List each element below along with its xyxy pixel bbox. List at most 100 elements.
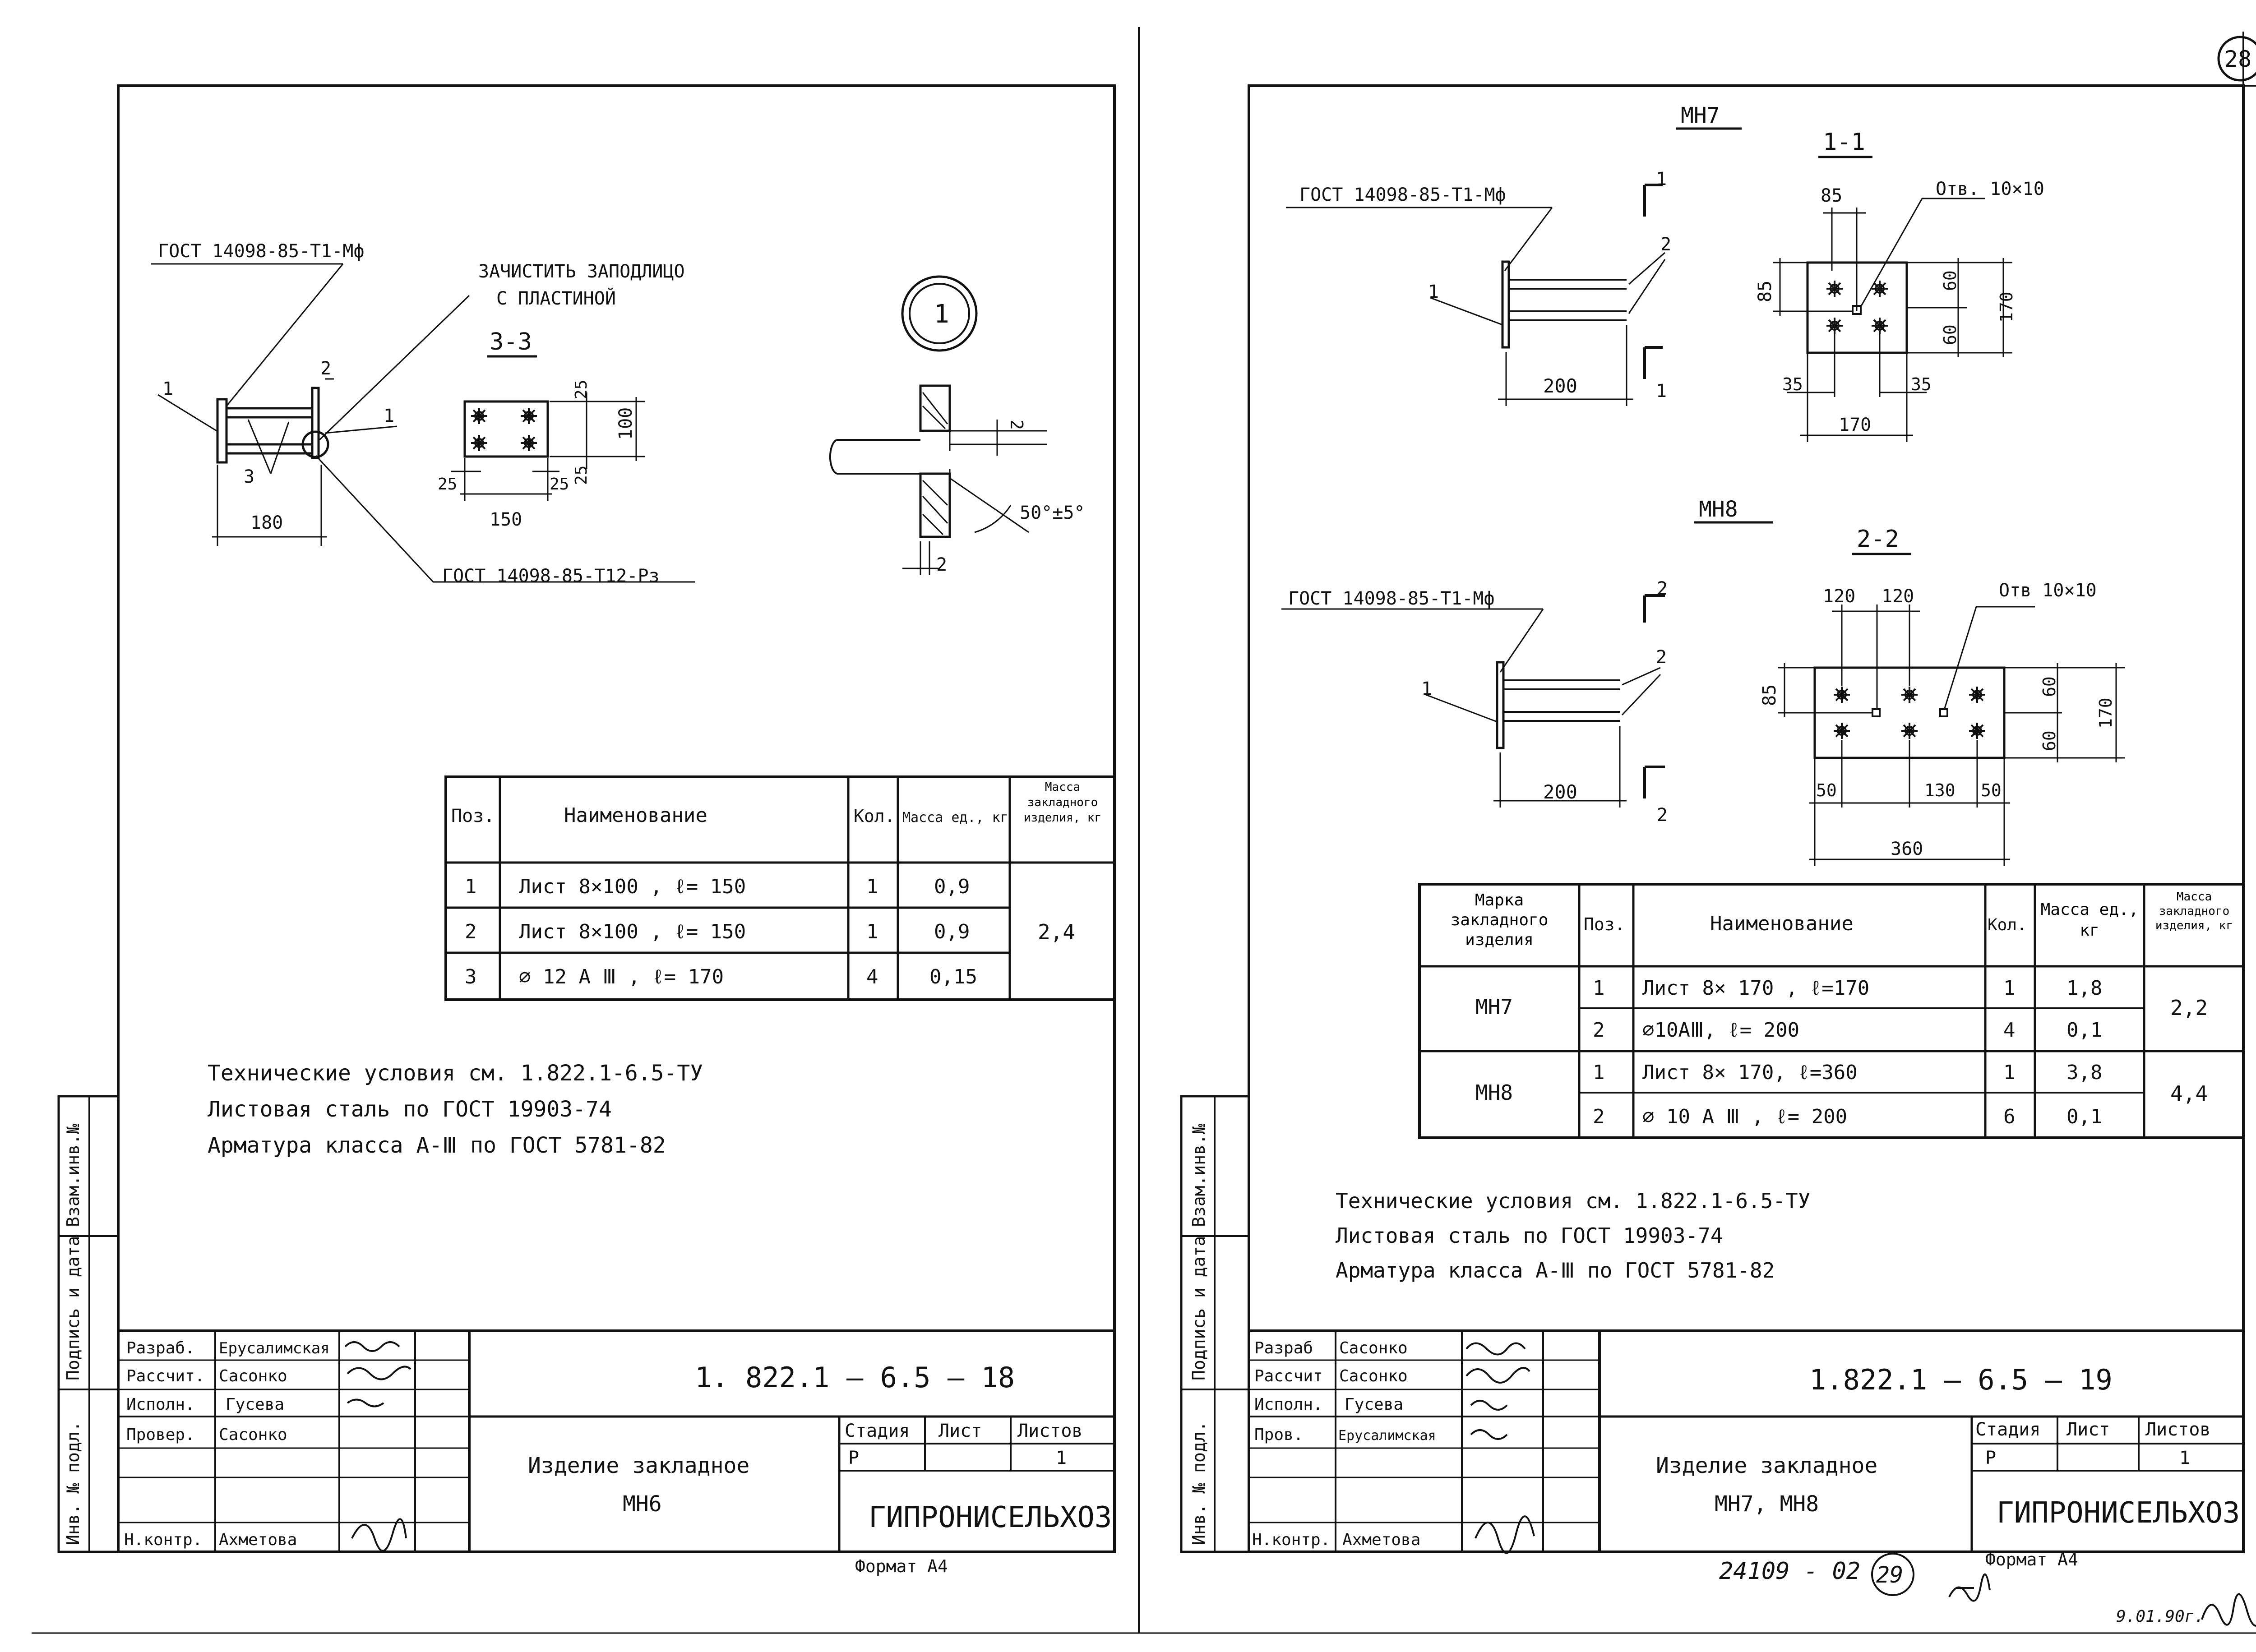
- side-label-a-19: Взам.инв.№: [1189, 1124, 1209, 1227]
- row-3-mass: 0,15: [929, 965, 977, 988]
- mh7-pos-1: 1: [1428, 281, 1439, 302]
- mark-mh8: МН8: [1475, 1080, 1513, 1105]
- pos-3: 3: [244, 466, 254, 487]
- mh8-dim-50-b: 50: [1981, 780, 2002, 800]
- mh7-row-2-qty: 4: [2003, 1019, 2016, 1042]
- mh7-dim-60-b: 60: [1940, 324, 1960, 345]
- mh7-cut-bottom: 1: [1656, 381, 1667, 401]
- stamp-person-3: Гусева: [226, 1395, 284, 1414]
- total-mh7: 2,2: [2170, 996, 2208, 1020]
- product-mark-18: МН6: [623, 1491, 662, 1517]
- row-2-name: Лист 8×100 , ℓ= 150: [519, 920, 746, 943]
- archive-number: 24109 - 02: [1719, 1558, 1860, 1585]
- mh8-dim-length: 200: [1543, 781, 1577, 803]
- section-2-2-title: 2-2: [1857, 526, 1899, 553]
- stamp-person-1: Ерусалимская: [219, 1339, 330, 1357]
- row-3-pos: 3: [465, 965, 477, 988]
- mh7-dim-35-a: 35: [1782, 374, 1803, 394]
- stamp-person-4: Сасонко: [219, 1426, 287, 1444]
- col-header-mark-19: Марка закладного изделия: [1451, 891, 1549, 949]
- mh8-dim-60-a: 60: [2039, 676, 2059, 697]
- dim-off-2: 25: [572, 466, 591, 485]
- col-header-name: Наименование: [564, 804, 707, 827]
- side-label-c-19: Инв. № подл.: [1189, 1421, 1209, 1545]
- mh8-row-2-qty: 6: [2003, 1105, 2016, 1128]
- page-number: 28: [2224, 46, 2251, 72]
- stamp-19-role-7: Н.контр.: [1252, 1531, 1330, 1549]
- mh8-gost: ГОСТ 14098-85-Т1-Мф: [1288, 588, 1495, 609]
- stamp-person-2: Сасонко: [219, 1367, 287, 1385]
- stamp-19-role-1: Разраб: [1254, 1339, 1313, 1357]
- mh8-row-1-name: Лист 8× 170, ℓ=360: [1642, 1061, 1858, 1084]
- sheets-header-19: Листов: [2145, 1419, 2211, 1440]
- col-header-qty-19: Кол.: [1988, 916, 2027, 934]
- archive-circle-number: 29: [1876, 1562, 1903, 1588]
- note-19-1: Технические условия см. 1.822.1-6.5-ТУ: [1336, 1189, 1810, 1213]
- row-1-name: Лист 8×100 , ℓ= 150: [519, 875, 746, 898]
- sheet-19-frame: [1248, 84, 2245, 1553]
- product-name-19: Изделие закладное: [1656, 1453, 1877, 1478]
- stamp-role-7: Н.контр.: [124, 1531, 202, 1549]
- row-1-mass: 0,9: [934, 875, 970, 898]
- note-3: Арматура класса А-Ⅲ по ГОСТ 5781-82: [208, 1133, 666, 1158]
- col-header-unit-mass-19: Масса ед., кг: [2041, 900, 2139, 940]
- callout-gost-t1: ГОСТ 14098-85-Т1-Мф: [158, 241, 365, 262]
- row-3-name: ⌀ 12 А Ⅲ , ℓ= 170: [519, 965, 724, 988]
- detail-gap: 2: [1007, 420, 1026, 430]
- stamp-person-7: Ахметова: [219, 1531, 297, 1549]
- mh7-elevation: [1286, 184, 1666, 406]
- stamp-role-3: Исполн.: [126, 1395, 195, 1414]
- sign-date: 9.01.90г.: [2116, 1607, 2204, 1626]
- row-2-qty: 1: [866, 920, 878, 943]
- stamp-19-role-3: Исполн.: [1254, 1395, 1323, 1414]
- detail-thickness: 2: [936, 554, 947, 575]
- mh7-dim-length: 200: [1543, 375, 1577, 397]
- mh7-title: МН7: [1681, 103, 1720, 128]
- col-header-pos-19: Поз.: [1584, 914, 1625, 934]
- mh7-dim-85: 85: [1821, 185, 1842, 206]
- mh8-row-2-mass: 0,1: [2066, 1105, 2102, 1128]
- mh7-dim-60-a: 60: [1940, 270, 1960, 291]
- section-1-1-plate: [1773, 198, 2012, 442]
- detail-1-label: 1: [934, 300, 949, 329]
- pos-1-right: 1: [384, 406, 394, 426]
- row-3-qty: 4: [866, 965, 878, 988]
- section-3-3-title: 3-3: [490, 328, 532, 355]
- sheets-value-19: 1: [2179, 1448, 2190, 1468]
- mh8-pos-1: 1: [1421, 678, 1432, 699]
- mn6-elevation: [151, 263, 695, 583]
- mh7-hole: Отв. 10×10: [1936, 179, 2044, 199]
- section-2-2-plate: [1778, 605, 2125, 866]
- stamp-19-person-4: Ерусалимская: [1338, 1428, 1436, 1444]
- mh8-row-1-qty: 1: [2003, 1061, 2016, 1084]
- title-block-19: [1249, 1329, 2243, 1552]
- mh7-row-2-mass: 0,1: [2066, 1019, 2102, 1042]
- mh8-cut-bottom: 2: [1657, 805, 1668, 826]
- note-19-2: Листовая сталь по ГОСТ 19903-74: [1336, 1223, 1723, 1248]
- mh7-row-1-qty: 1: [2003, 977, 2016, 1000]
- product-name-18: Изделие закладное: [528, 1453, 749, 1478]
- col-header-unit-mass: Масса ед., кг: [902, 810, 1008, 826]
- note-2: Листовая сталь по ГОСТ 19903-74: [208, 1097, 612, 1122]
- row-2-pos: 2: [465, 920, 477, 943]
- callout-clean-2: С ПЛАСТИНОЙ: [496, 287, 616, 309]
- stamp-role-2: Рассчит.: [126, 1367, 204, 1385]
- pos-2: 2: [320, 358, 331, 379]
- signatures-18: [344, 1341, 411, 1552]
- side-label-b: Подпись и дата: [63, 1236, 83, 1380]
- col-header-total-mass-19: Масса закладного изделия, кг: [2155, 890, 2233, 932]
- sheet-18: Взам.инв.№ Подпись и дата Инв. № подл. Г…: [57, 84, 1116, 1576]
- side-label-a: Взам.инв.№: [63, 1124, 83, 1227]
- stamp-19-person-7: Ахметова: [1342, 1531, 1420, 1549]
- stage-header-18: Стадия: [845, 1421, 910, 1441]
- mh7-cut-top: 1: [1656, 169, 1667, 189]
- title-block-18: [118, 1329, 1114, 1552]
- sheet-header-18: Лист: [938, 1421, 982, 1441]
- total-mass: 2,4: [1038, 920, 1075, 944]
- mh8-row-2-name: ⌀ 10 А Ⅲ , ℓ= 200: [1642, 1105, 1847, 1128]
- mh8-title: МН8: [1699, 497, 1738, 522]
- mh8-dim-50-a: 50: [1816, 780, 1837, 800]
- dim-height: 100: [615, 407, 636, 440]
- sheet-19: 28 Взам.инв.№ Подпись и дата Инв. № подл…: [1180, 32, 2256, 1627]
- mh8-dim-360: 360: [1891, 839, 1923, 859]
